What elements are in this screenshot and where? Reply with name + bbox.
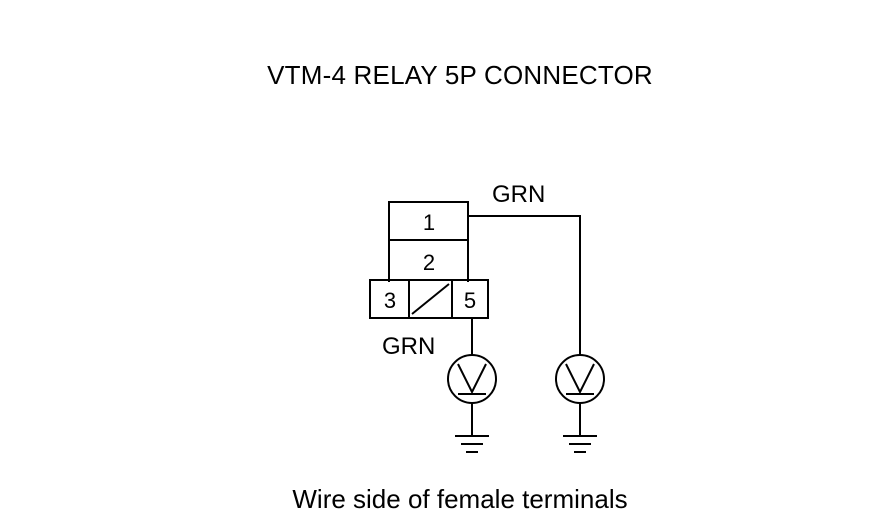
terminal-1-label: 1 xyxy=(423,210,435,235)
diagram-caption: Wire side of female terminals xyxy=(292,484,628,514)
wire-color-label-terminal-1: GRN xyxy=(492,181,545,208)
terminal-3-label: 3 xyxy=(384,288,396,313)
diagram-title: VTM-4 RELAY 5P CONNECTOR xyxy=(267,60,653,90)
wire-color-label-terminal-3: GRN xyxy=(382,333,435,360)
ground-icon xyxy=(455,435,489,453)
voltmeter-icon xyxy=(447,354,497,404)
terminal-5-label: 5 xyxy=(464,288,476,313)
connector-5p xyxy=(369,201,489,319)
unused-cavity-slash xyxy=(411,283,450,315)
connector-lower-row xyxy=(369,279,489,319)
voltmeter-icon xyxy=(555,354,605,404)
terminal-2-label: 2 xyxy=(423,250,435,275)
ground-icon xyxy=(563,435,597,453)
wire-terminal-1 xyxy=(468,215,581,355)
